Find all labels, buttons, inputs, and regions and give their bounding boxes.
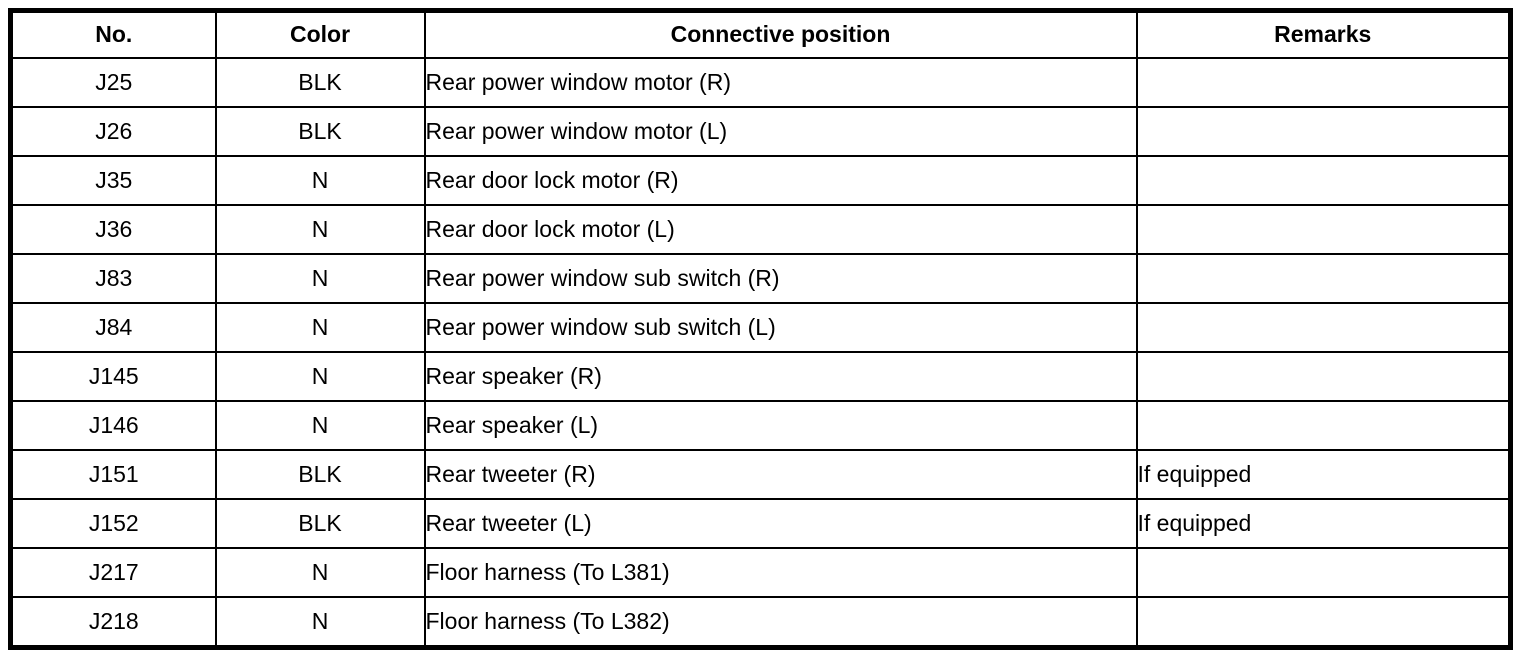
document-page: No. Color Connective position Remarks J2…: [8, 8, 1513, 650]
cell-position: Rear power window motor (R): [423, 57, 1138, 108]
column-header-position: Connective position: [423, 9, 1138, 59]
cell-color: BLK: [214, 57, 426, 108]
cell-position: Rear door lock motor (L): [423, 204, 1138, 255]
cell-remarks: [1135, 204, 1512, 255]
cell-remarks: [1135, 596, 1512, 649]
cell-no: J26: [9, 106, 217, 157]
cell-remarks: If equipped: [1135, 498, 1512, 549]
cell-position: Floor harness (To L382): [423, 596, 1138, 649]
cell-remarks: [1135, 400, 1512, 451]
cell-no: J145: [9, 351, 217, 402]
cell-color: BLK: [214, 449, 426, 500]
cell-no: J36: [9, 204, 217, 255]
cell-color: N: [214, 302, 426, 353]
cell-position: Floor harness (To L381): [423, 547, 1138, 598]
cell-color: N: [214, 204, 426, 255]
cell-remarks: [1135, 302, 1512, 353]
cell-color: N: [214, 596, 426, 649]
column-header-remarks: Remarks: [1135, 9, 1512, 59]
cell-remarks: [1135, 57, 1512, 108]
cell-position: Rear power window sub switch (L): [423, 302, 1138, 353]
cell-position: Rear power window sub switch (R): [423, 253, 1138, 304]
cell-remarks: If equipped: [1135, 449, 1512, 500]
cell-color: BLK: [214, 106, 426, 157]
cell-no: J84: [9, 302, 217, 353]
cell-no: J35: [9, 155, 217, 206]
connector-table: No. Color Connective position Remarks J2…: [8, 8, 1513, 650]
cell-remarks: [1135, 351, 1512, 402]
cell-color: N: [214, 253, 426, 304]
cell-remarks: [1135, 155, 1512, 206]
header-row: No. Color Connective position Remarks: [9, 9, 1512, 59]
cell-no: J218: [9, 596, 217, 649]
cell-color: N: [214, 351, 426, 402]
cell-remarks: [1135, 253, 1512, 304]
cell-no: J146: [9, 400, 217, 451]
cell-position: Rear power window motor (L): [423, 106, 1138, 157]
cell-color: N: [214, 400, 426, 451]
cell-color: N: [214, 155, 426, 206]
cell-position: Rear speaker (R): [423, 351, 1138, 402]
column-header-no: No.: [9, 9, 217, 59]
cell-color: BLK: [214, 498, 426, 549]
cell-no: J25: [9, 57, 217, 108]
cell-position: Rear door lock motor (R): [423, 155, 1138, 206]
cell-no: J217: [9, 547, 217, 598]
column-header-color: Color: [214, 9, 426, 59]
cell-position: Rear speaker (L): [423, 400, 1138, 451]
cell-no: J151: [9, 449, 217, 500]
cell-color: N: [214, 547, 426, 598]
cell-position: Rear tweeter (L): [423, 498, 1138, 549]
cell-no: J83: [9, 253, 217, 304]
cell-remarks: [1135, 547, 1512, 598]
cell-no: J152: [9, 498, 217, 549]
cell-position: Rear tweeter (R): [423, 449, 1138, 500]
cell-remarks: [1135, 106, 1512, 157]
